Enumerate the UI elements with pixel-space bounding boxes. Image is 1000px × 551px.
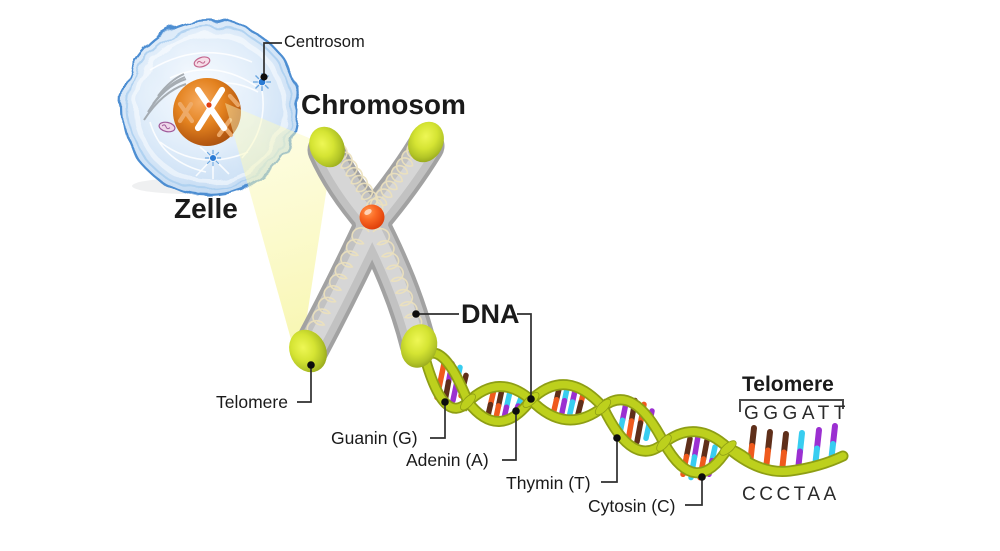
label-thymine: Thymin (T) bbox=[506, 473, 591, 493]
label-cell: Zelle bbox=[174, 193, 238, 224]
label-cytosine: Cytosin (C) bbox=[588, 496, 676, 516]
dna-right-dot bbox=[527, 395, 535, 403]
chromosome-arms bbox=[291, 127, 445, 369]
centrosome-pointer bbox=[263, 42, 282, 77]
label-chromosome: Chromosom bbox=[301, 89, 466, 120]
adenine-pointer bbox=[502, 413, 517, 461]
adenine-dot bbox=[512, 407, 520, 415]
sequence-top: GGGATT bbox=[744, 403, 850, 424]
telomere-caps bbox=[289, 121, 444, 373]
nucleus-chromosomes bbox=[177, 86, 241, 138]
guanine-dot bbox=[441, 398, 449, 406]
centrosome-structure bbox=[204, 149, 222, 167]
label-adenine: Adenin (A) bbox=[406, 450, 489, 470]
cytosine-dot bbox=[698, 473, 706, 481]
mitochondrion bbox=[158, 121, 176, 133]
thymine-dot bbox=[613, 434, 621, 442]
telomere-left-pointer bbox=[297, 366, 312, 403]
dna-helix bbox=[419, 347, 849, 481]
centrosome-dot bbox=[260, 73, 268, 81]
label-telomere-left: Telomere bbox=[216, 392, 288, 412]
chromosome-illustration bbox=[289, 121, 445, 373]
zoom-beam bbox=[225, 103, 333, 368]
label-telomere-right: Telomere bbox=[742, 373, 834, 396]
label-connectors bbox=[260, 42, 844, 506]
dna-left-dot bbox=[412, 310, 420, 318]
sequence-bottom: CCCTAA bbox=[742, 484, 840, 505]
dna-right-pointer bbox=[517, 313, 532, 401]
thymine-pointer bbox=[601, 440, 618, 483]
endoplasmic-reticulum bbox=[143, 73, 187, 121]
strand-crossings bbox=[460, 392, 737, 456]
telomere-bracket bbox=[739, 399, 844, 412]
label-centrosome: Centrosom bbox=[284, 33, 365, 51]
label-dna: DNA bbox=[461, 299, 520, 329]
telomere-left-dot bbox=[307, 361, 315, 369]
mitochondrion bbox=[193, 56, 211, 68]
label-guanine: Guanin (G) bbox=[331, 428, 418, 448]
cytosine-pointer bbox=[685, 479, 703, 506]
guanine-pointer bbox=[430, 404, 446, 439]
centromere bbox=[359, 204, 385, 230]
